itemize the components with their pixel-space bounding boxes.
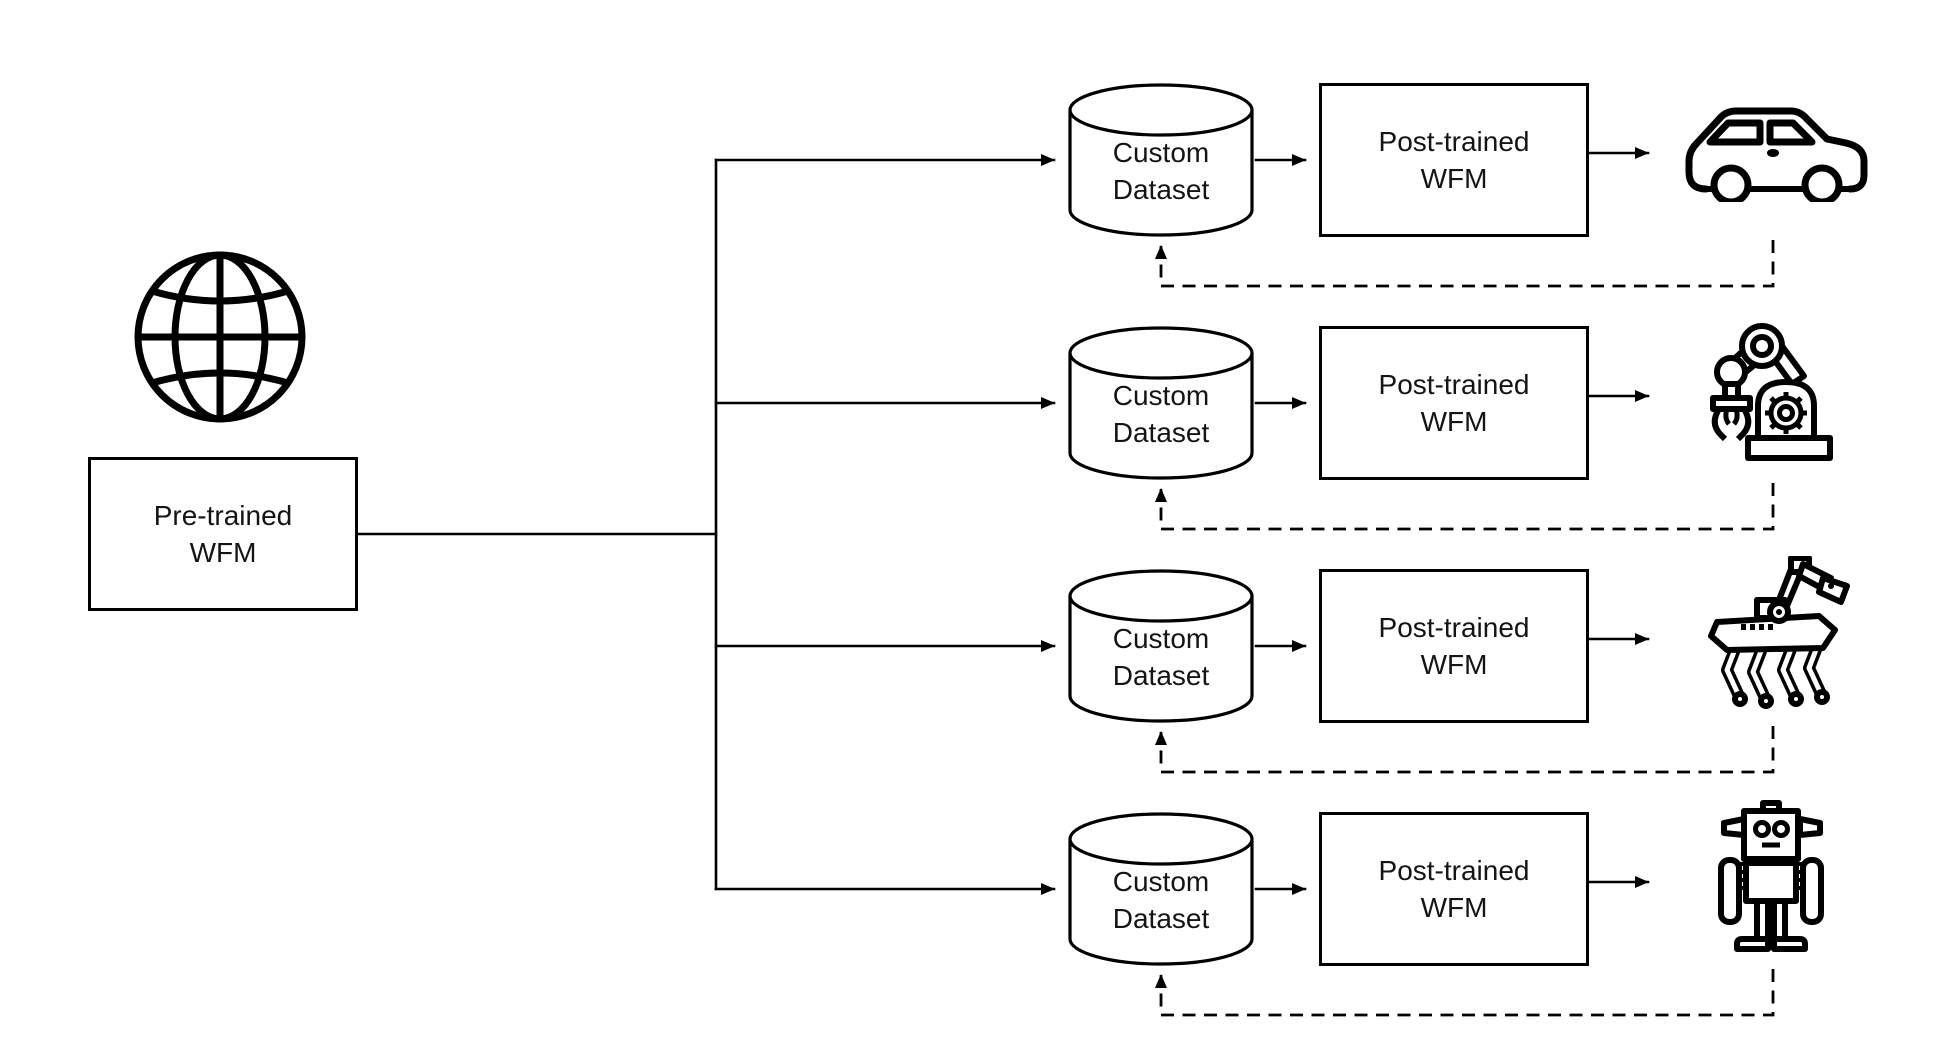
pretrained-wfm-label-line2: WFM bbox=[189, 537, 257, 568]
posttrained-wfm-label-line2: WFM bbox=[1420, 649, 1488, 680]
custom-dataset-node: Custom Dataset bbox=[1068, 359, 1254, 469]
dataset-label-line2: Dataset bbox=[1112, 174, 1210, 205]
feedback-loop-row3 bbox=[1155, 726, 1775, 774]
dataset-label-line1: Custom bbox=[1112, 380, 1210, 411]
car-icon bbox=[1676, 100, 1876, 207]
posttrained-wfm-label-line2: WFM bbox=[1420, 406, 1488, 437]
robot-arm-icon bbox=[1698, 320, 1838, 467]
pipeline-row-car: Custom Dataset Post-trained WFM bbox=[0, 83, 1934, 283]
feedback-loop-row2 bbox=[1155, 483, 1775, 531]
pretrained-wfm-label-line1: Pre-trained bbox=[153, 500, 293, 531]
custom-dataset-node: Custom Dataset bbox=[1068, 116, 1254, 226]
custom-dataset-node: Custom Dataset bbox=[1068, 845, 1254, 955]
dataset-cylinder-shape bbox=[1068, 569, 1254, 723]
posttrained-wfm-label-line1: Post-trained bbox=[1378, 855, 1530, 886]
posttrained-wfm-node: Post-trained WFM bbox=[1319, 812, 1589, 966]
posttrained-wfm-label-line1: Post-trained bbox=[1378, 126, 1530, 157]
feedback-loop-row1 bbox=[1155, 240, 1775, 288]
globe-icon bbox=[130, 247, 310, 427]
robot-dog-icon bbox=[1701, 555, 1853, 715]
pipeline-row-robot-dog: Custom Dataset Post-trained WFM bbox=[0, 555, 1934, 769]
posttrained-wfm-label-line1: Post-trained bbox=[1378, 369, 1530, 400]
dataset-label-line1: Custom bbox=[1112, 866, 1210, 897]
dataset-label-line1: Custom bbox=[1112, 137, 1210, 168]
feedback-loops bbox=[1155, 240, 1775, 1017]
feedback-loop-row4 bbox=[1155, 969, 1775, 1017]
custom-dataset-node: Custom Dataset bbox=[1068, 602, 1254, 712]
dataset-cylinder-shape bbox=[1068, 83, 1254, 237]
dataset-label-line2: Dataset bbox=[1112, 660, 1210, 691]
solid-connectors bbox=[356, 147, 1650, 895]
dataset-label-line2: Dataset bbox=[1112, 417, 1210, 448]
dataset-label-line1: Custom bbox=[1112, 623, 1210, 654]
body bbox=[1708, 597, 1838, 653]
posttrained-wfm-label-line1: Post-trained bbox=[1378, 612, 1530, 643]
dataset-cylinder-shape bbox=[1068, 326, 1254, 480]
posttrained-wfm-node: Post-trained WFM bbox=[1319, 326, 1589, 480]
gear-detail bbox=[1765, 392, 1807, 434]
posttrained-wfm-node: Post-trained WFM bbox=[1319, 569, 1589, 723]
posttrained-wfm-node: Post-trained WFM bbox=[1319, 83, 1589, 237]
pipeline-row-robot-arm: Custom Dataset Post-trained WFM bbox=[0, 323, 1934, 526]
posttrained-wfm-label-line2: WFM bbox=[1420, 892, 1488, 923]
manipulator-arm bbox=[1772, 555, 1850, 613]
pipeline-row-humanoid: Custom Dataset Post-trained WFM bbox=[0, 800, 1934, 1012]
dataset-label-line2: Dataset bbox=[1112, 903, 1210, 934]
dataset-cylinder-shape bbox=[1068, 812, 1254, 966]
posttrained-wfm-label-line2: WFM bbox=[1420, 163, 1488, 194]
pretrained-wfm-node: Pre-trained WFM bbox=[88, 457, 358, 611]
humanoid-robot-icon bbox=[1716, 800, 1828, 959]
